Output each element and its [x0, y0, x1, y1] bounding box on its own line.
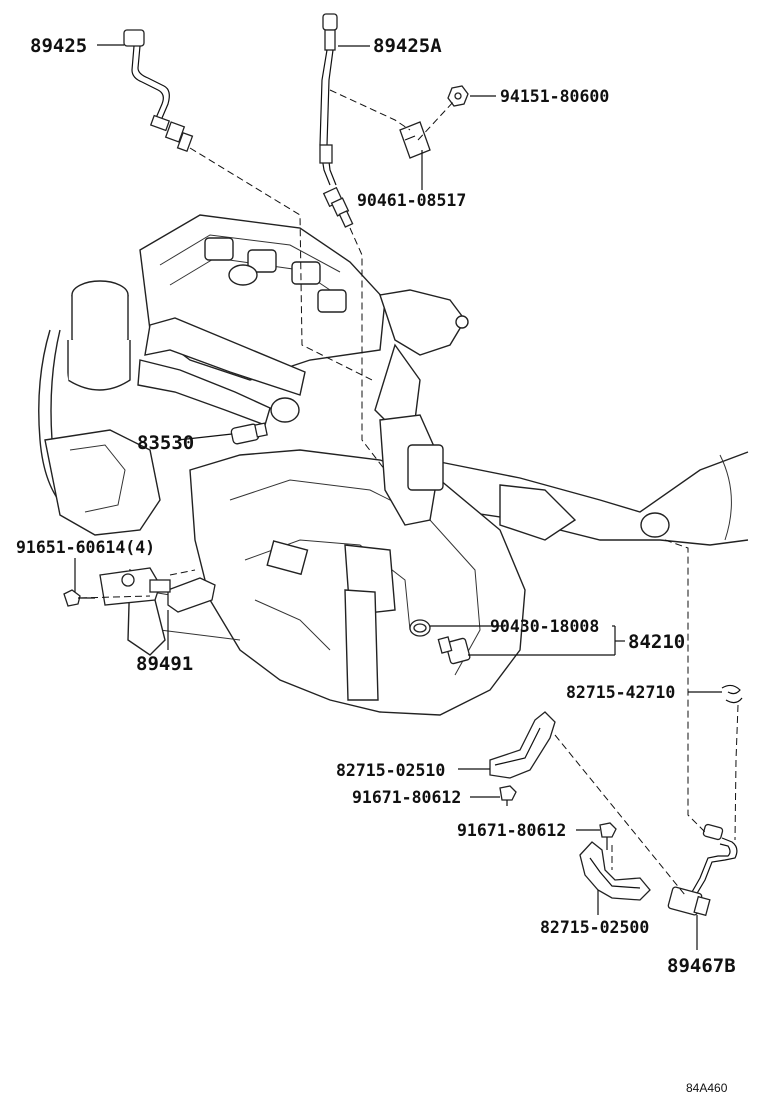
oxygen-sensor-89425A: [319, 13, 354, 228]
label-89491: 89491: [136, 653, 193, 675]
switch-83530: [230, 422, 268, 445]
part-labels: 89425 89425A 94151-80600 90461-08517 835…: [16, 35, 736, 1095]
label-91671-80612-a: 91671-80612: [352, 788, 461, 807]
label-91671-80612-b: 91671-80612: [457, 821, 566, 840]
bracket-82715-02500: [579, 841, 651, 901]
label-90461-08517: 90461-08517: [357, 191, 466, 210]
label-82715-02510: 82715-02510: [336, 761, 445, 780]
bracket-82715-02510: [489, 711, 556, 779]
label-90430-18008: 90430-18008: [490, 617, 599, 636]
bolt-91671-80612-b: [599, 822, 617, 850]
reference-lines: [79, 89, 739, 896]
oxygen-sensor-89467B: [667, 823, 738, 917]
figure-code: 84A460: [686, 1081, 728, 1095]
oxygen-sensor-89425: [123, 29, 194, 153]
leader-lines: [74, 44, 722, 950]
switch-84210: [437, 636, 471, 665]
nut-94151-80600: [447, 85, 469, 107]
clamp-90461-08517: [399, 121, 431, 159]
label-83530: 83530: [137, 432, 194, 454]
label-94151-80600: 94151-80600: [500, 87, 609, 106]
label-84210: 84210: [628, 631, 685, 653]
label-89467B: 89467B: [667, 955, 736, 977]
bolt-91671-80612-a: [499, 785, 517, 806]
gasket-90430-18008: [409, 619, 431, 637]
label-82715-02500: 82715-02500: [540, 918, 649, 937]
label-82715-42710: 82715-42710: [566, 683, 675, 702]
label-89425A: 89425A: [373, 35, 442, 57]
clip-82715-42710: [721, 684, 743, 704]
label-91651-60614: 91651-60614(4): [16, 538, 155, 557]
sensor-89491: [99, 567, 216, 613]
label-89425: 89425: [30, 35, 87, 57]
bolt-91651-60614: [63, 589, 95, 607]
